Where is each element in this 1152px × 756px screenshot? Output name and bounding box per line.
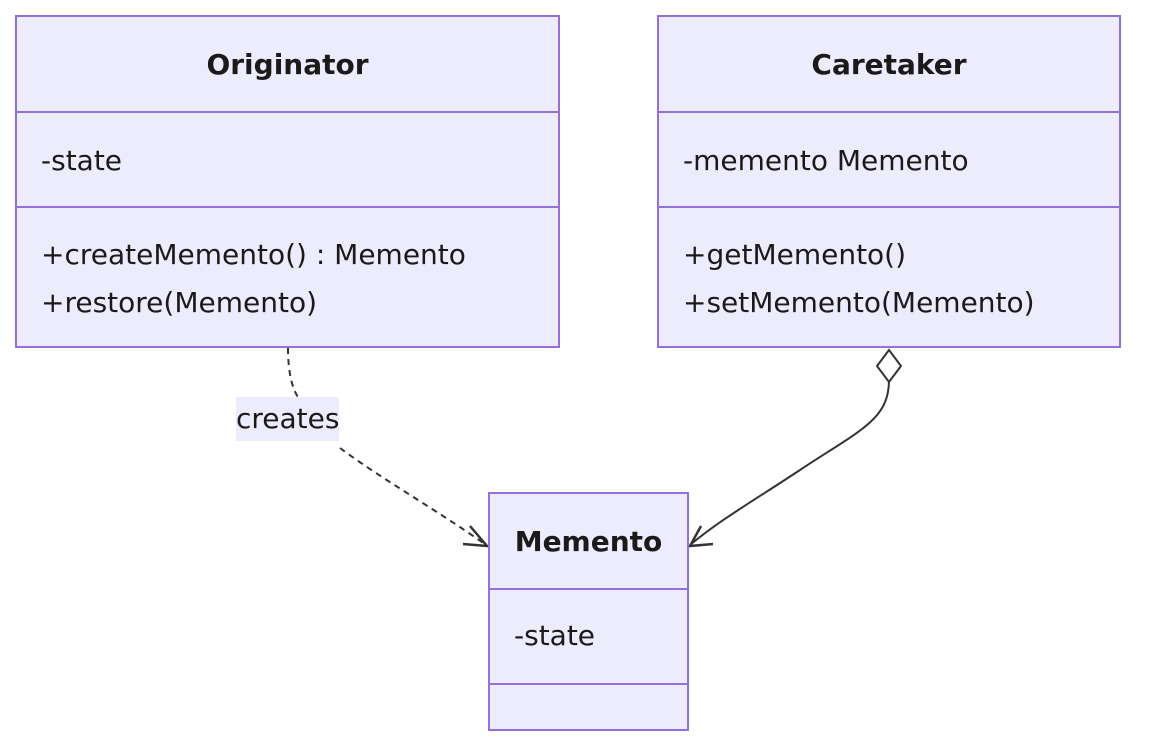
aggregation-edge xyxy=(689,379,890,546)
attributes-section: -state xyxy=(490,588,687,683)
attribute-row: -state xyxy=(41,144,123,177)
class-title: Memento xyxy=(514,524,663,558)
method-row: +setMemento(Memento) xyxy=(683,286,1035,319)
creates-dependency-edge xyxy=(287,347,487,546)
method-row: +restore(Memento) xyxy=(41,286,317,319)
class-title: Originator xyxy=(206,47,369,81)
class-originator[interactable]: Originator -state +createMemento() : Mem… xyxy=(15,15,560,348)
attributes-section: -state xyxy=(17,111,558,206)
aggregation-diamond xyxy=(875,348,903,384)
methods-section: +getMemento() +setMemento(Memento) xyxy=(659,206,1119,346)
class-memento[interactable]: Memento -state xyxy=(488,492,689,731)
methods-section: +createMemento() : Memento +restore(Meme… xyxy=(17,206,558,346)
attribute-row: -memento Memento xyxy=(683,144,969,177)
class-title: Caretaker xyxy=(811,47,967,81)
dependency-arrowhead xyxy=(462,525,490,548)
attributes-section: -memento Memento xyxy=(659,111,1119,206)
methods-section xyxy=(490,683,687,729)
creates-label: creates xyxy=(236,397,340,441)
class-caretaker[interactable]: Caretaker -memento Memento +getMemento()… xyxy=(657,15,1121,348)
attribute-row: -state xyxy=(514,619,596,652)
method-row: +getMemento() xyxy=(683,238,907,271)
aggregation-arrowhead xyxy=(687,525,714,548)
method-row: +createMemento() : Memento xyxy=(41,238,466,271)
